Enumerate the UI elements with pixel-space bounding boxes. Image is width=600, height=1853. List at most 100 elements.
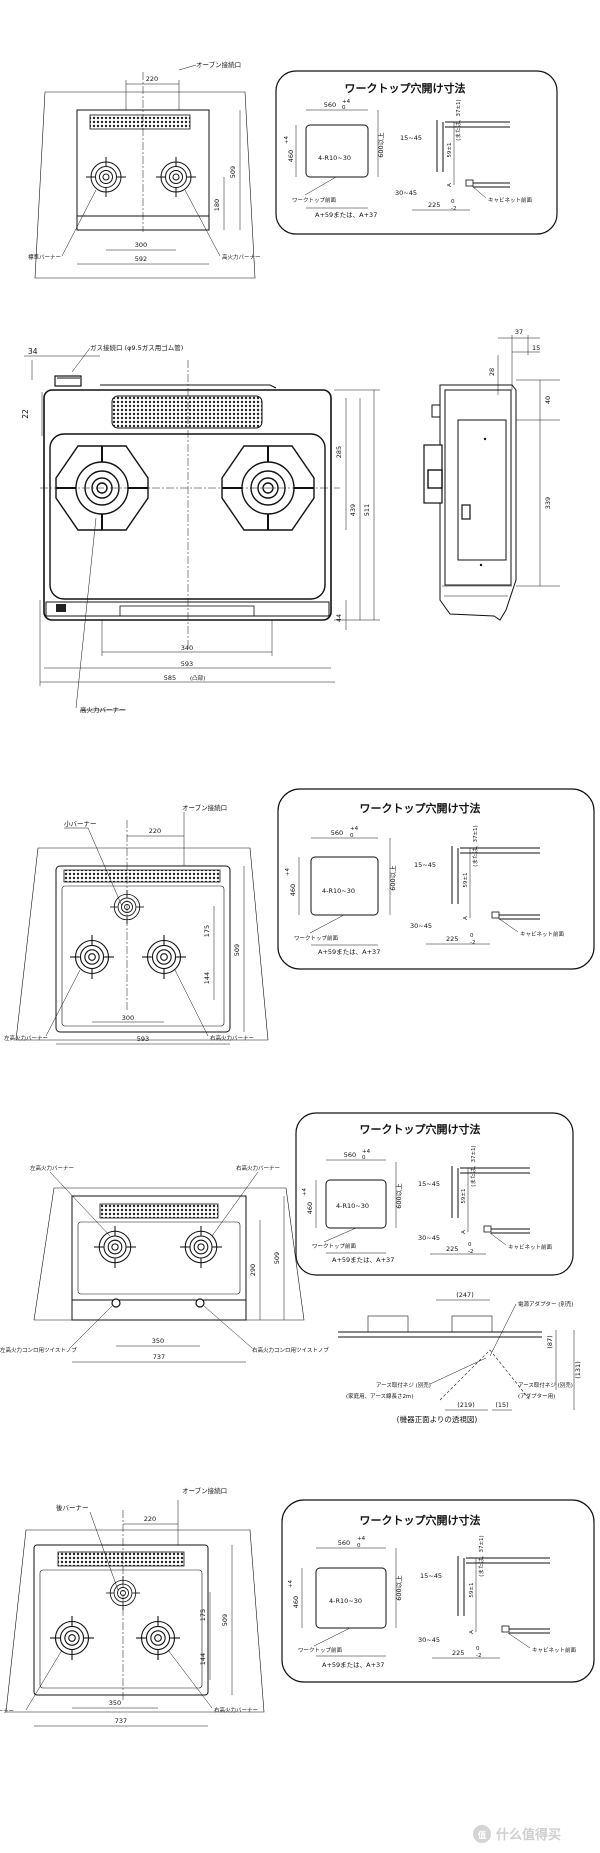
- svg-text:144: 144: [203, 972, 211, 984]
- svg-text:キャビネット前面: キャビネット前面: [532, 1646, 577, 1654]
- svg-text:509: 509: [233, 944, 241, 956]
- svg-text:(機器正面よりの透視図): (機器正面よりの透視図): [397, 1414, 478, 1424]
- svg-text:0: 0: [468, 1242, 472, 1248]
- svg-text:34: 34: [28, 347, 38, 356]
- svg-text:A+59または、A+37: A+59または、A+37: [332, 1256, 394, 1264]
- svg-text:560: 560: [338, 1539, 350, 1547]
- svg-text:(または、37±1): (または、37±1): [478, 1535, 485, 1576]
- svg-text:-2: -2: [470, 940, 475, 946]
- dim-509: 509: [229, 166, 237, 178]
- svg-text:+4: +4: [285, 867, 291, 876]
- svg-text:340: 340: [181, 644, 193, 652]
- std-burner-label: 標準バーナー: [28, 253, 61, 261]
- svg-text:+4: +4: [302, 1187, 308, 1196]
- svg-text:40: 40: [544, 396, 552, 404]
- svg-text:ガス接続口 (φ9.5ガス用ゴム管): ガス接続口 (φ9.5ガス用ゴム管): [90, 343, 183, 352]
- figure-4-wide-two-burner-plan: 左高火力バーナー 右高火力バーナー 509 290 350 737 左高火力コン…: [0, 1164, 582, 1424]
- svg-text:585: 585: [164, 674, 176, 682]
- svg-text:460: 460: [292, 1596, 300, 1608]
- right-high-burner-icon: [142, 935, 186, 979]
- svg-text:右高火力バーナー: 右高火力バーナー: [236, 1164, 280, 1172]
- svg-text:0: 0: [342, 105, 346, 111]
- svg-text:0: 0: [362, 1155, 366, 1161]
- svg-text:175: 175: [199, 1609, 207, 1621]
- svg-text:737: 737: [115, 1717, 127, 1725]
- svg-text:225: 225: [446, 1245, 458, 1253]
- svg-text:A+59または、A+37: A+59または、A+37: [318, 948, 380, 956]
- svg-text:44: 44: [335, 614, 343, 622]
- svg-text:ワークトップ前面: ワークトップ前面: [292, 196, 337, 204]
- svg-text:右高火力バーナー: 右高火力バーナー: [214, 1706, 258, 1714]
- svg-text:460: 460: [289, 884, 297, 896]
- svg-text:+4: +4: [284, 135, 290, 144]
- svg-text:15: 15: [532, 344, 540, 352]
- svg-text:(219): (219): [457, 1401, 474, 1409]
- svg-text:175: 175: [203, 925, 211, 937]
- svg-text:高火力バーナー: 高火力バーナー: [80, 705, 126, 714]
- svg-text:オーブン接続口: オーブン接続口: [182, 803, 227, 812]
- svg-text:600以上: 600以上: [388, 865, 397, 891]
- dim-300: 300: [135, 241, 147, 249]
- dim-180: 180: [213, 199, 221, 211]
- svg-text:(87): (87): [546, 1335, 554, 1348]
- svg-text:右高火力バーナー: 右高火力バーナー: [210, 1034, 254, 1042]
- svg-text:600以上: 600以上: [394, 1575, 403, 1601]
- panel-title: ワークトップ穴開け寸法: [345, 81, 466, 95]
- svg-text:509: 509: [221, 1614, 229, 1626]
- svg-text:左高火力バーナー: 左高火力バーナー: [30, 1164, 74, 1172]
- oven-port-label: オーブン接続口: [196, 60, 241, 69]
- svg-text:30~45: 30~45: [418, 1234, 440, 1242]
- svg-text:225: 225: [446, 935, 458, 943]
- svg-text:0: 0: [451, 199, 455, 205]
- dim-592: 592: [135, 255, 147, 263]
- svg-text:339: 339: [544, 497, 552, 509]
- svg-text:290: 290: [249, 1264, 257, 1276]
- svg-text:460: 460: [287, 150, 295, 162]
- svg-text:600以上: 600以上: [376, 132, 385, 158]
- svg-text:アース取付ネジ (別売): アース取付ネジ (別売): [518, 1381, 573, 1389]
- svg-text:+4: +4: [357, 1536, 366, 1542]
- figure-2-detail-plan: 34 22 ガス接続口 (φ9.5ガス用ゴム管) 285 439 511 44 …: [21, 328, 560, 714]
- dim-220: 220: [146, 75, 158, 83]
- svg-text:439: 439: [349, 504, 357, 516]
- svg-text:59±1: 59±1: [463, 872, 469, 887]
- figure-3-three-burner-plan: 220 オーブン接続口 小バーナー 509 175 144 300 593 左高…: [4, 803, 269, 1045]
- svg-text:37: 37: [515, 328, 523, 336]
- svg-text:(アダプター用): (アダプター用): [518, 1392, 555, 1400]
- high-burner-label: 高火力バーナー: [222, 253, 261, 261]
- svg-text:737: 737: [153, 1353, 165, 1361]
- svg-text:電源アダプター (別売): 電源アダプター (別売): [518, 1300, 574, 1308]
- svg-text:キャビネット前面: キャビネット前面: [508, 1243, 553, 1251]
- svg-text:ワークトップ穴開け寸法: ワークトップ穴開け寸法: [360, 1122, 481, 1136]
- svg-text:(131): (131): [574, 1361, 582, 1378]
- svg-text:560: 560: [331, 829, 343, 837]
- svg-text:59±1: 59±1: [447, 142, 453, 157]
- svg-text:-2: -2: [476, 1653, 481, 1659]
- svg-text:30~45: 30~45: [418, 1636, 440, 1644]
- svg-text:560: 560: [344, 1151, 356, 1159]
- high-burner-icon: [156, 157, 196, 197]
- svg-text:4-R10~30: 4-R10~30: [322, 887, 355, 895]
- svg-text:(家庭用、アース線長さ2m): (家庭用、アース線長さ2m): [346, 1392, 414, 1400]
- svg-text:285: 285: [335, 446, 343, 458]
- watermark: 值 什么值得买: [473, 1825, 561, 1843]
- svg-text:左高火力バーナー: 左高火力バーナー: [4, 1034, 48, 1042]
- svg-text:A+59または、A+37: A+59または、A+37: [322, 1661, 384, 1669]
- svg-text:A+59または、A+37: A+59または、A+37: [315, 211, 377, 219]
- svg-text:144: 144: [199, 1653, 207, 1665]
- svg-text:左高火力バーナー: 左高火力バーナー: [0, 1707, 14, 1715]
- svg-text:(または、37±1): (または、37±1): [472, 825, 479, 866]
- svg-text:15~45: 15~45: [420, 1572, 442, 1580]
- svg-text:-2: -2: [451, 206, 456, 212]
- svg-text:460: 460: [306, 1202, 314, 1214]
- svg-text:キャビネット前面: キャビネット前面: [520, 930, 565, 938]
- svg-text:ワークトップ前面: ワークトップ前面: [298, 1646, 343, 1654]
- svg-text:30~45: 30~45: [410, 922, 432, 930]
- svg-text:(15): (15): [495, 1401, 508, 1409]
- svg-text:ワークトップ穴開け寸法: ワークトップ穴開け寸法: [360, 801, 481, 815]
- svg-text:220: 220: [144, 1515, 156, 1523]
- svg-text:+4: +4: [288, 1579, 294, 1588]
- svg-text:0: 0: [470, 933, 474, 939]
- svg-text:0: 0: [350, 833, 354, 839]
- svg-text:+4: +4: [350, 826, 359, 832]
